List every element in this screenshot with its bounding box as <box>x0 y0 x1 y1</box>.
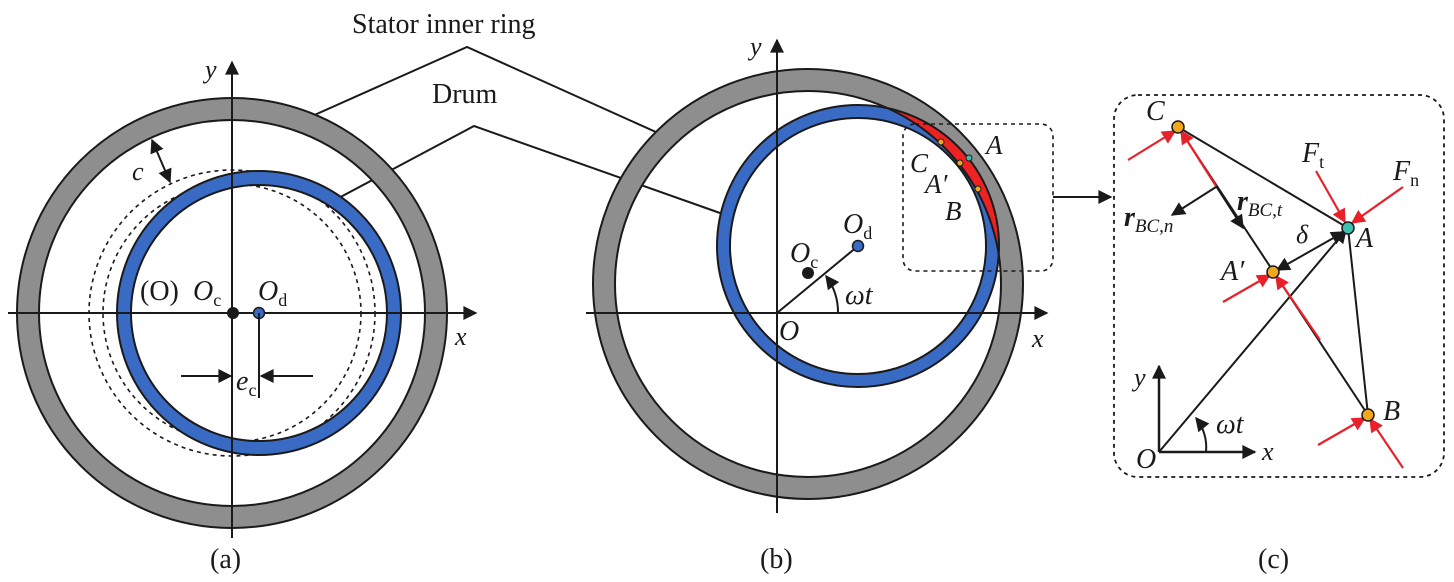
force-n-label: Fn <box>1392 156 1419 190</box>
force-a-prime-1 <box>1222 274 1272 303</box>
force-a-t <box>1315 170 1346 224</box>
stator-label: Stator inner ring <box>352 9 536 40</box>
particle-c <box>1171 120 1185 134</box>
force-b-2 <box>1369 417 1404 469</box>
particle-a-prime <box>1266 265 1280 279</box>
origin-label: (O) <box>140 276 179 307</box>
force-a-n <box>1350 186 1404 224</box>
y-axis-label: y <box>202 55 217 84</box>
r-bc-t-label: rBC,t <box>1237 186 1283 221</box>
force-t-label: Ft <box>1301 138 1324 172</box>
stator-leader-line <box>300 45 668 138</box>
drum-label: Drum <box>432 79 498 110</box>
x-axis-label: x <box>1261 437 1274 466</box>
detail-box <box>1113 94 1445 478</box>
line-a-b <box>1347 227 1369 416</box>
line-c-a <box>1177 126 1349 229</box>
oc-point <box>802 267 814 279</box>
caption-b: (b) <box>760 544 793 575</box>
point-a-prime-label: A′ <box>923 169 948 199</box>
clearance-label: c <box>132 157 144 186</box>
panel-a: x y (O) Oc Od c ec (a) <box>8 55 478 575</box>
eccentricity-line <box>776 245 859 314</box>
point-b-label: B <box>945 196 962 226</box>
origin-label: O <box>1136 444 1156 475</box>
r-bc-n-arrow <box>1170 186 1217 216</box>
delta-label: δ <box>1296 220 1309 249</box>
force-a-prime-2 <box>1275 274 1321 341</box>
particle-a <box>965 154 973 162</box>
drum-ring <box>717 105 999 387</box>
force-b-1 <box>1317 417 1367 446</box>
oc-label: Oc <box>790 238 818 272</box>
panel-b: x y ωt Oc Od O C A A′ B (b) <box>586 32 1113 575</box>
caption-a: (a) <box>210 544 241 575</box>
origin-label: O <box>779 316 799 347</box>
r-bc-t-arrow <box>1215 185 1244 230</box>
particle-b <box>974 185 982 193</box>
point-b-label: B <box>1383 396 1400 427</box>
oc-point <box>227 307 239 319</box>
angle-label: ωt <box>1216 409 1245 440</box>
clearance-arrow <box>150 138 172 184</box>
od-label: Od <box>258 276 287 310</box>
x-axis-label: x <box>1031 324 1044 353</box>
od-label: Od <box>843 209 872 243</box>
angle-arc <box>825 274 840 314</box>
r-bc-n-label: rBC,n <box>1124 202 1173 237</box>
od-point <box>851 239 865 253</box>
y-axis-label: y <box>1131 363 1146 392</box>
caption-c: (c) <box>1258 544 1289 575</box>
delta-arrow <box>1275 231 1346 271</box>
x-axis-label: x <box>454 322 467 351</box>
particle-a-prime <box>956 159 964 167</box>
particle-c <box>937 138 945 146</box>
y-axis-label: y <box>747 32 762 61</box>
eccentricity-label: ec <box>236 366 256 400</box>
point-a-prime-label: A′ <box>1219 256 1245 287</box>
angle-arc <box>1195 416 1210 453</box>
stator-ring <box>593 69 1023 499</box>
panel-c: C A A′ B Ft Fn δ rBC,t rBC,n x y O ωt (c… <box>1113 94 1445 575</box>
point-a-label: A <box>1354 223 1374 254</box>
point-c-label: C <box>1146 96 1165 127</box>
particle-b <box>1361 408 1375 422</box>
particle-a <box>1341 221 1355 235</box>
line-o-a <box>1158 228 1347 453</box>
point-a-label: A <box>984 130 1003 160</box>
point-c-label: C <box>910 148 929 178</box>
force-c-2 <box>1180 129 1217 187</box>
force-c-1 <box>1127 130 1177 161</box>
oc-label: Oc <box>193 276 221 310</box>
angle-label: ωt <box>845 280 874 311</box>
